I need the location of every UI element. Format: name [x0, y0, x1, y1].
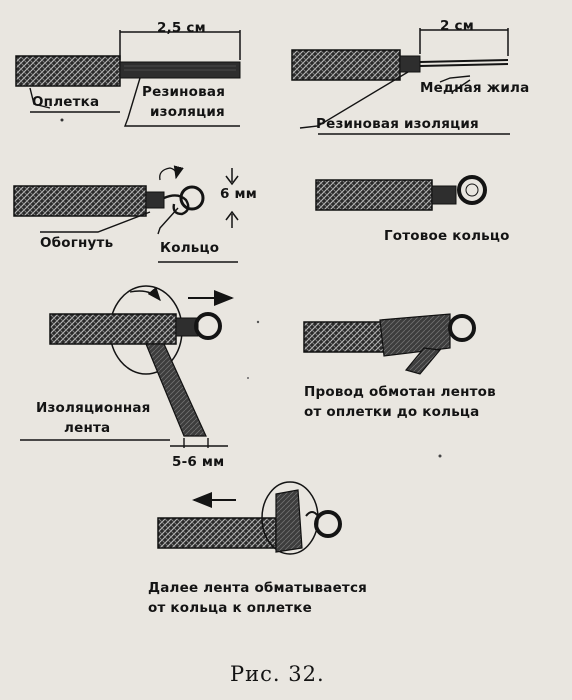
step5-tape-label-2: лента — [64, 420, 111, 436]
step3-ring-label: Кольцо — [160, 240, 220, 256]
step1-dimension: 2,5 см — [157, 20, 206, 36]
diagram-step4 — [315, 175, 487, 211]
diagram-step1 — [15, 30, 241, 127]
diagram-step7 — [157, 481, 342, 555]
diagram-step6 — [303, 313, 476, 375]
step4-result-label: Готовое кольцо — [384, 228, 510, 244]
figure-caption: Рис. 32. — [230, 662, 325, 686]
step1-braid-label: Оплетка — [32, 94, 100, 110]
diagram-step2 — [291, 28, 510, 135]
step1-insulation-label-2: изоляция — [150, 104, 225, 120]
step5-width-label: 5-6 мм — [172, 454, 225, 470]
step2-dimension: 2 см — [440, 18, 474, 34]
step5-tape-label-1: Изоляционная — [36, 400, 151, 416]
step3-bend-label: Обогнуть — [40, 235, 114, 251]
step1-insulation-label-1: Резиновая — [142, 84, 226, 100]
step6-note-1: Провод обмотан лентов — [304, 384, 496, 400]
step2-core-label: Медная жила — [420, 80, 530, 96]
step7-note-1: Далее лента обматывается — [148, 580, 368, 596]
step7-note-2: от кольца к оплетке — [148, 600, 312, 616]
step2-insulation-label: Резиновая изоляция — [316, 116, 479, 132]
step6-note-2: от оплетки до кольца — [304, 404, 480, 420]
diagram-step5 — [20, 285, 234, 448]
step3-dimension: 6 мм — [220, 186, 257, 202]
diagram-step3 — [13, 165, 239, 263]
